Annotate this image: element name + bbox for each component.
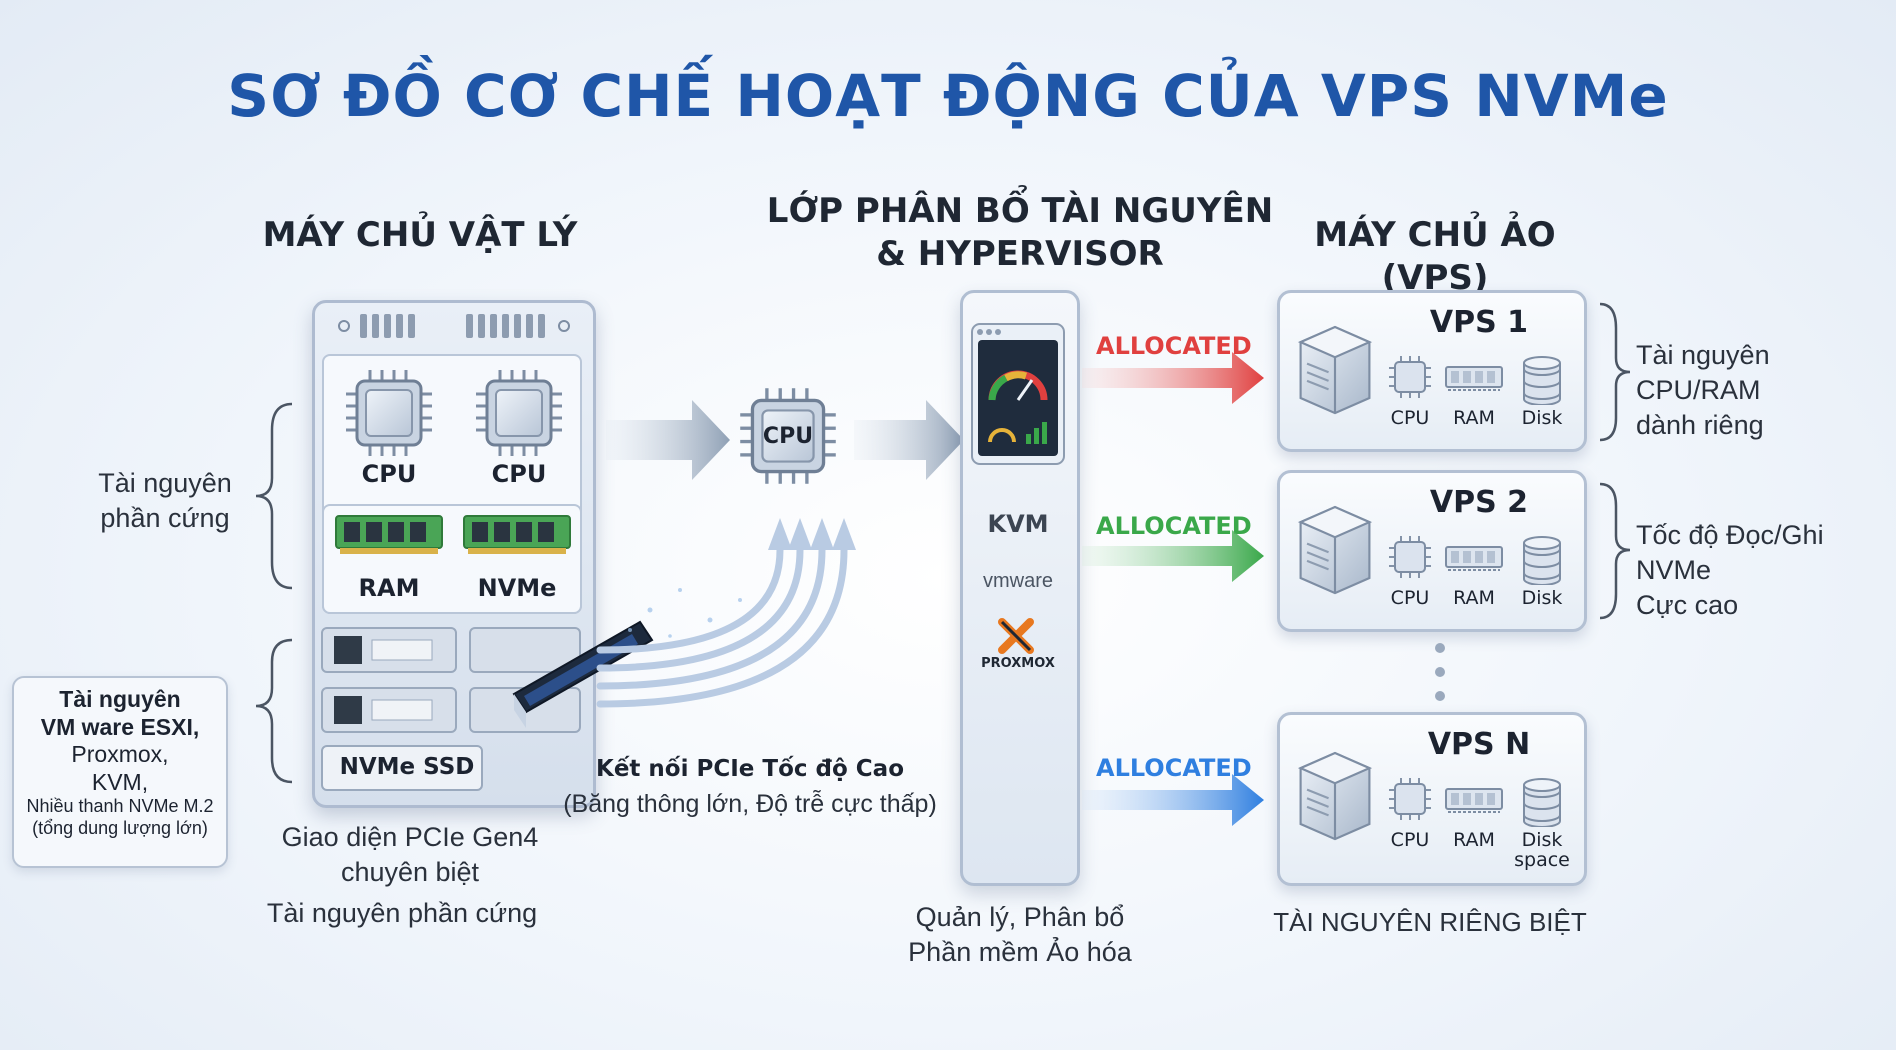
allocated-label-3: ALLOCATED [1096, 754, 1252, 782]
heading-physical-server: MÁY CHỦ VẬT LÝ [262, 215, 578, 255]
vps-2-disk-label-line1: Disk [1521, 587, 1563, 609]
hardware-footer: Tài nguyên phần cứng [266, 898, 538, 928]
heading-vps: MÁY CHỦ ẢO (VPS) [1314, 215, 1556, 298]
vmware-logo: vmware [982, 570, 1053, 592]
cpu-1-icon [344, 368, 434, 458]
heading-hypervisor-line1: LỚP PHÂN BỔ TÀI NGUYÊN [766, 191, 1274, 231]
allocated-arrow-blue [1082, 774, 1264, 826]
vps-1-name: VPS 1 [1429, 305, 1529, 340]
info-box-line1: Tài nguyên [59, 686, 181, 712]
vps-2-cpu-label: CPU [1390, 587, 1430, 609]
right-note-1-line1: Tài nguyên CPU/RAM [1636, 340, 1770, 406]
info-box-line5: Nhiều thanh NVMe M.2 [26, 796, 214, 817]
pcie-subtitle: (Băng thông lớn, Độ trễ cực thấp) [563, 790, 937, 818]
vps-1-disk-label: Disk [1507, 407, 1577, 429]
nvme-ssd-label: NVMe SSD [339, 754, 475, 780]
vps-n-ram-icon [1444, 785, 1504, 815]
left-brackets [255, 402, 293, 784]
proxmox-x-icon [998, 618, 1034, 654]
info-box-line2: VM ware ESXI, [40, 713, 200, 740]
right-note-1-line2: dành riêng [1636, 410, 1764, 441]
ram-label: RAM [358, 574, 420, 602]
vps-n-disk-icon [1520, 775, 1564, 827]
proxmox-logo: PROXMOX [981, 656, 1055, 671]
allocated-label-1: ALLOCATED [1096, 332, 1252, 360]
nvme-ssd-slots [321, 627, 581, 791]
hypervisor-footer: Quản lý, Phân bổ Phần mềm Ảo hóa [880, 900, 1160, 970]
pcie-title: Kết nối PCIe Tốc độ Cao [596, 756, 904, 782]
allocated-arrow-red [1082, 352, 1264, 404]
vps-2-ram-icon [1444, 543, 1504, 573]
heading-hypervisor: LỚP PHÂN BỔ TÀI NGUYÊN & HYPERVISOR [760, 190, 1280, 275]
server-vents [338, 314, 570, 338]
nvme-label: NVMe [477, 574, 557, 602]
vps-2-name: VPS 2 [1429, 485, 1529, 520]
page-title: SƠ ĐỒ CƠ CHẾ HOẠT ĐỘNG CỦA VPS NVMe [227, 62, 1669, 130]
nvme-module-icon [462, 512, 572, 558]
vps-2-ram-label: RAM [1453, 587, 1495, 609]
pcie-gen4-note-line2: chuyên biệt [340, 857, 480, 888]
info-box-line6: (tổng dung lượng lớn) [32, 817, 208, 838]
vps-n-disk-label: Disk space [1507, 829, 1577, 871]
kvm-logo: KVM [987, 510, 1049, 538]
vps-n-disk-label-line1: Disk [1521, 829, 1563, 851]
right-brackets [1599, 302, 1631, 620]
vps-2-disk-icon [1520, 533, 1564, 585]
vps-1-disk-icon [1520, 353, 1564, 405]
vps-1-ram-label: RAM [1453, 407, 1495, 429]
vps-2-server-icon [1292, 499, 1378, 599]
right-note-2-line2: Cực cao [1636, 590, 1739, 621]
vps-n-cpu-label: CPU [1390, 829, 1430, 851]
info-box-line3: Proxmox, [71, 741, 169, 768]
bracket-label-line2: phần cứng [100, 503, 230, 534]
vps-1-server-icon [1292, 319, 1378, 419]
cpu-1-label: CPU [361, 460, 417, 488]
pcie-flow-lines [596, 518, 856, 708]
vps-card-1: VPS 1 CPU RAM Disk [1277, 290, 1587, 452]
vps-2-cpu-icon [1388, 535, 1432, 579]
dashboard-gauge-icon [971, 323, 1065, 465]
arrow-cpu-to-hypervisor [854, 400, 964, 480]
resource-info-box: Tài nguyên VM ware ESXI, Proxmox, KVM, N… [12, 676, 228, 868]
right-note-speed: Tốc độ Đọc/Ghi NVMe Cực cao [1636, 518, 1896, 623]
cpu-2-icon [474, 368, 564, 458]
hypervisor-footer-line2: Phần mềm Ảo hóa [908, 937, 1132, 968]
bracket-label-hardware: Tài nguyên phần cứng [70, 466, 260, 536]
vps-n-disk-label-line2: space [1514, 848, 1570, 871]
vps-1-disk-label-line1: Disk [1521, 407, 1563, 429]
vps-n-server-icon [1292, 745, 1378, 845]
bracket-label-line1: Tài nguyên [98, 468, 232, 498]
vps-card-n: VPS N CPU RAM Disk space [1277, 712, 1587, 886]
vps-n-name: VPS N [1427, 727, 1531, 762]
arrow-server-to-cpu [606, 400, 730, 480]
info-box-line4: KVM, [91, 768, 149, 795]
pcie-gen4-note-line1: Giao diện PCIe Gen4 [281, 822, 539, 852]
allocated-arrow-green [1082, 530, 1264, 582]
vps-card-2: VPS 2 CPU RAM Disk [1277, 470, 1587, 632]
vps-1-cpu-icon [1388, 355, 1432, 399]
allocated-label-2: ALLOCATED [1096, 512, 1252, 540]
vps-n-ram-label: RAM [1453, 829, 1495, 851]
cpu-2-label: CPU [491, 460, 547, 488]
center-cpu-label: CPU [762, 424, 814, 449]
heading-hypervisor-line2: & HYPERVISOR [876, 233, 1164, 274]
vps-1-cpu-label: CPU [1390, 407, 1430, 429]
more-vps-ellipsis [1435, 643, 1445, 701]
right-note-2-line1: Tốc độ Đọc/Ghi NVMe [1636, 520, 1824, 586]
pcie-gen4-note: Giao diện PCIe Gen4 chuyên biệt [270, 820, 550, 890]
vps-n-cpu-icon [1388, 777, 1432, 821]
right-note-dedicated: Tài nguyên CPU/RAM dành riêng [1636, 338, 1896, 443]
ram-icon [334, 512, 444, 558]
vps-1-ram-icon [1444, 363, 1504, 393]
vps-footer: TÀI NGUYÊN RIÊNG BIỆT [1273, 907, 1587, 937]
vps-2-disk-label: Disk [1507, 587, 1577, 609]
hypervisor-footer-line1: Quản lý, Phân bổ [915, 902, 1125, 932]
